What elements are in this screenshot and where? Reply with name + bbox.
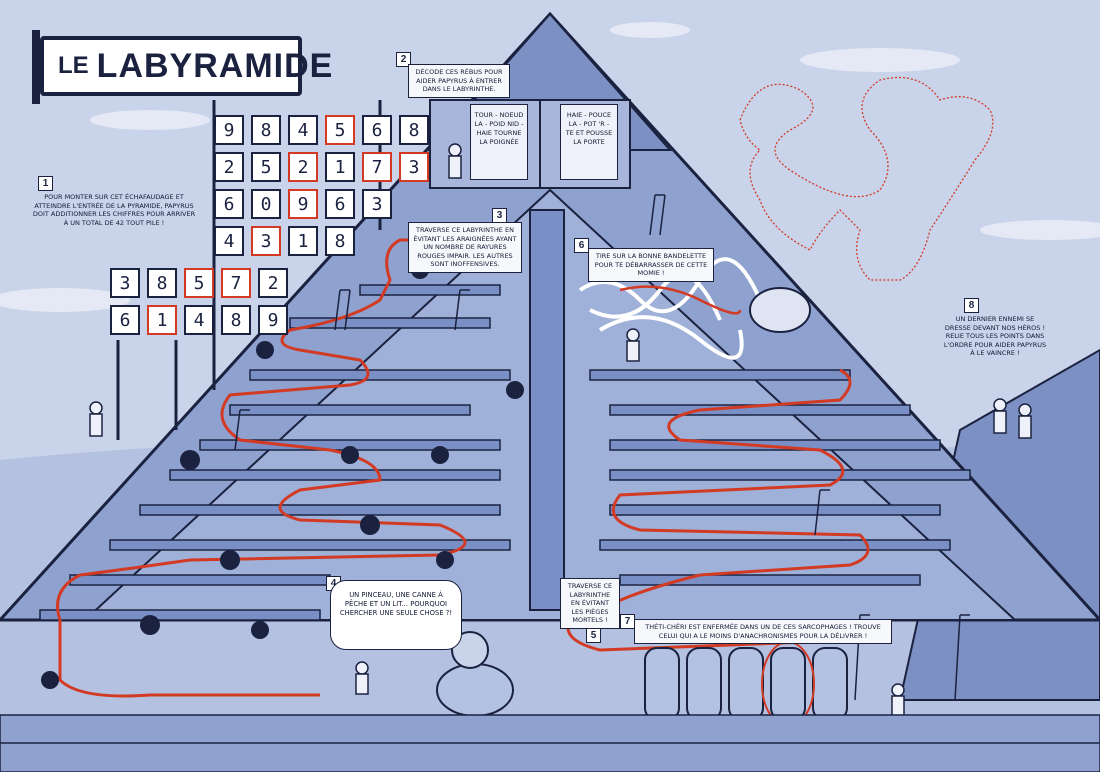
title-sign: LE LABYRAMIDE (40, 36, 332, 96)
number-cell[interactable]: 8 (325, 226, 355, 256)
number-cell[interactable]: 8 (399, 115, 429, 145)
number-cell[interactable]: 8 (251, 115, 281, 145)
puzzle-1-instructions: POUR MONTER SUR CET ÉCHAFAUDAGE ET ATTEI… (32, 193, 196, 227)
ladders (234, 194, 970, 701)
maze-path-left (56, 238, 470, 698)
puzzle-7-number: 7 (620, 614, 635, 629)
bandages (578, 257, 762, 360)
puzzle-4-speech-bubble: UN PINCEAU, UNE CANNE À PÊCHE ET UN LIT.… (330, 580, 462, 650)
puzzle-8-number: 8 (964, 298, 979, 313)
puzzle-7-instructions: THÉTI-CHÉRI EST ENFERMÉE DANS UN DE CES … (634, 619, 892, 645)
number-cell[interactable]: 1 (147, 305, 177, 335)
number-cell[interactable]: 8 (221, 305, 251, 335)
rebus-right: HAIE - POUCE LA - POT 'R - TE ET POUSSE … (560, 104, 618, 180)
mummy (749, 287, 811, 333)
title-prefix: LE (58, 52, 89, 79)
artist-signature: NAUDAN (262, 92, 284, 98)
puzzle-5-instructions: TRAVERSE CE LABYRINTHE EN ÉVITANT LES PI… (560, 578, 620, 629)
number-cell[interactable]: 3 (110, 268, 140, 298)
puzzle-6-instructions: TIRE SUR LA BONNE BANDELETTE POUR TE DÉB… (588, 248, 714, 282)
number-cell[interactable]: 3 (399, 152, 429, 182)
number-cell[interactable]: 3 (251, 226, 281, 256)
number-cell[interactable]: 9 (288, 189, 318, 219)
number-cell[interactable]: 9 (214, 115, 244, 145)
sign-pole (32, 30, 40, 104)
number-cell[interactable]: 7 (221, 268, 251, 298)
maze-platforms (39, 284, 971, 621)
puzzle-6-number: 6 (574, 238, 589, 253)
puzzle-2-number: 2 (396, 52, 411, 67)
number-cell[interactable]: 3 (362, 189, 392, 219)
clouds (0, 22, 1100, 312)
number-cell[interactable]: 4 (288, 115, 318, 145)
brick-base (0, 714, 1100, 772)
number-cell[interactable]: 2 (258, 268, 288, 298)
number-cell[interactable]: 8 (147, 268, 177, 298)
empty-slot (362, 226, 392, 256)
puzzle-1-number: 1 (38, 176, 53, 191)
number-cell[interactable]: 6 (325, 189, 355, 219)
sphinx (436, 631, 514, 717)
number-cell[interactable]: 2 (288, 152, 318, 182)
number-cell[interactable]: 6 (214, 189, 244, 219)
number-cell[interactable]: 6 (110, 305, 140, 335)
puzzle-5-number: 5 (586, 628, 601, 643)
number-cell[interactable]: 5 (251, 152, 281, 182)
puzzle-8-instructions: UN DERNIER ENNEMI SE DRESSE DEVANT NOS H… (943, 315, 1047, 358)
number-cell[interactable]: 1 (288, 226, 318, 256)
number-cell[interactable]: 7 (362, 152, 392, 182)
empty-slot (399, 189, 429, 219)
rebus-left: TOUR - NOEUD LA - POID NID - HAIE TOURNE… (470, 104, 528, 180)
number-cell[interactable]: 2 (214, 152, 244, 182)
number-cell[interactable]: 6 (362, 115, 392, 145)
puzzle-2-instructions: DÉCODE CES RÉBUS POUR AIDER PAPYRUS À EN… (408, 64, 510, 98)
maze-path-right (566, 368, 878, 652)
sarcophagi (644, 647, 848, 721)
puzzle-3-number: 3 (492, 208, 507, 223)
dot-to-dot-drawing (739, 76, 994, 281)
bandage-red (619, 285, 742, 315)
number-cell[interactable]: 5 (184, 268, 214, 298)
page-title: LABYRAMIDE (96, 46, 334, 85)
central-column (529, 209, 565, 611)
characters (89, 143, 1032, 717)
number-cell[interactable]: 1 (325, 152, 355, 182)
number-cell[interactable]: 0 (251, 189, 281, 219)
number-cell[interactable]: 5 (325, 115, 355, 145)
number-cell[interactable]: 4 (184, 305, 214, 335)
puzzle-3-instructions: TRAVERSE CE LABYRINTHE EN ÉVITANT LES AR… (408, 222, 522, 273)
number-cell[interactable]: 9 (258, 305, 288, 335)
number-cell[interactable]: 4 (214, 226, 244, 256)
